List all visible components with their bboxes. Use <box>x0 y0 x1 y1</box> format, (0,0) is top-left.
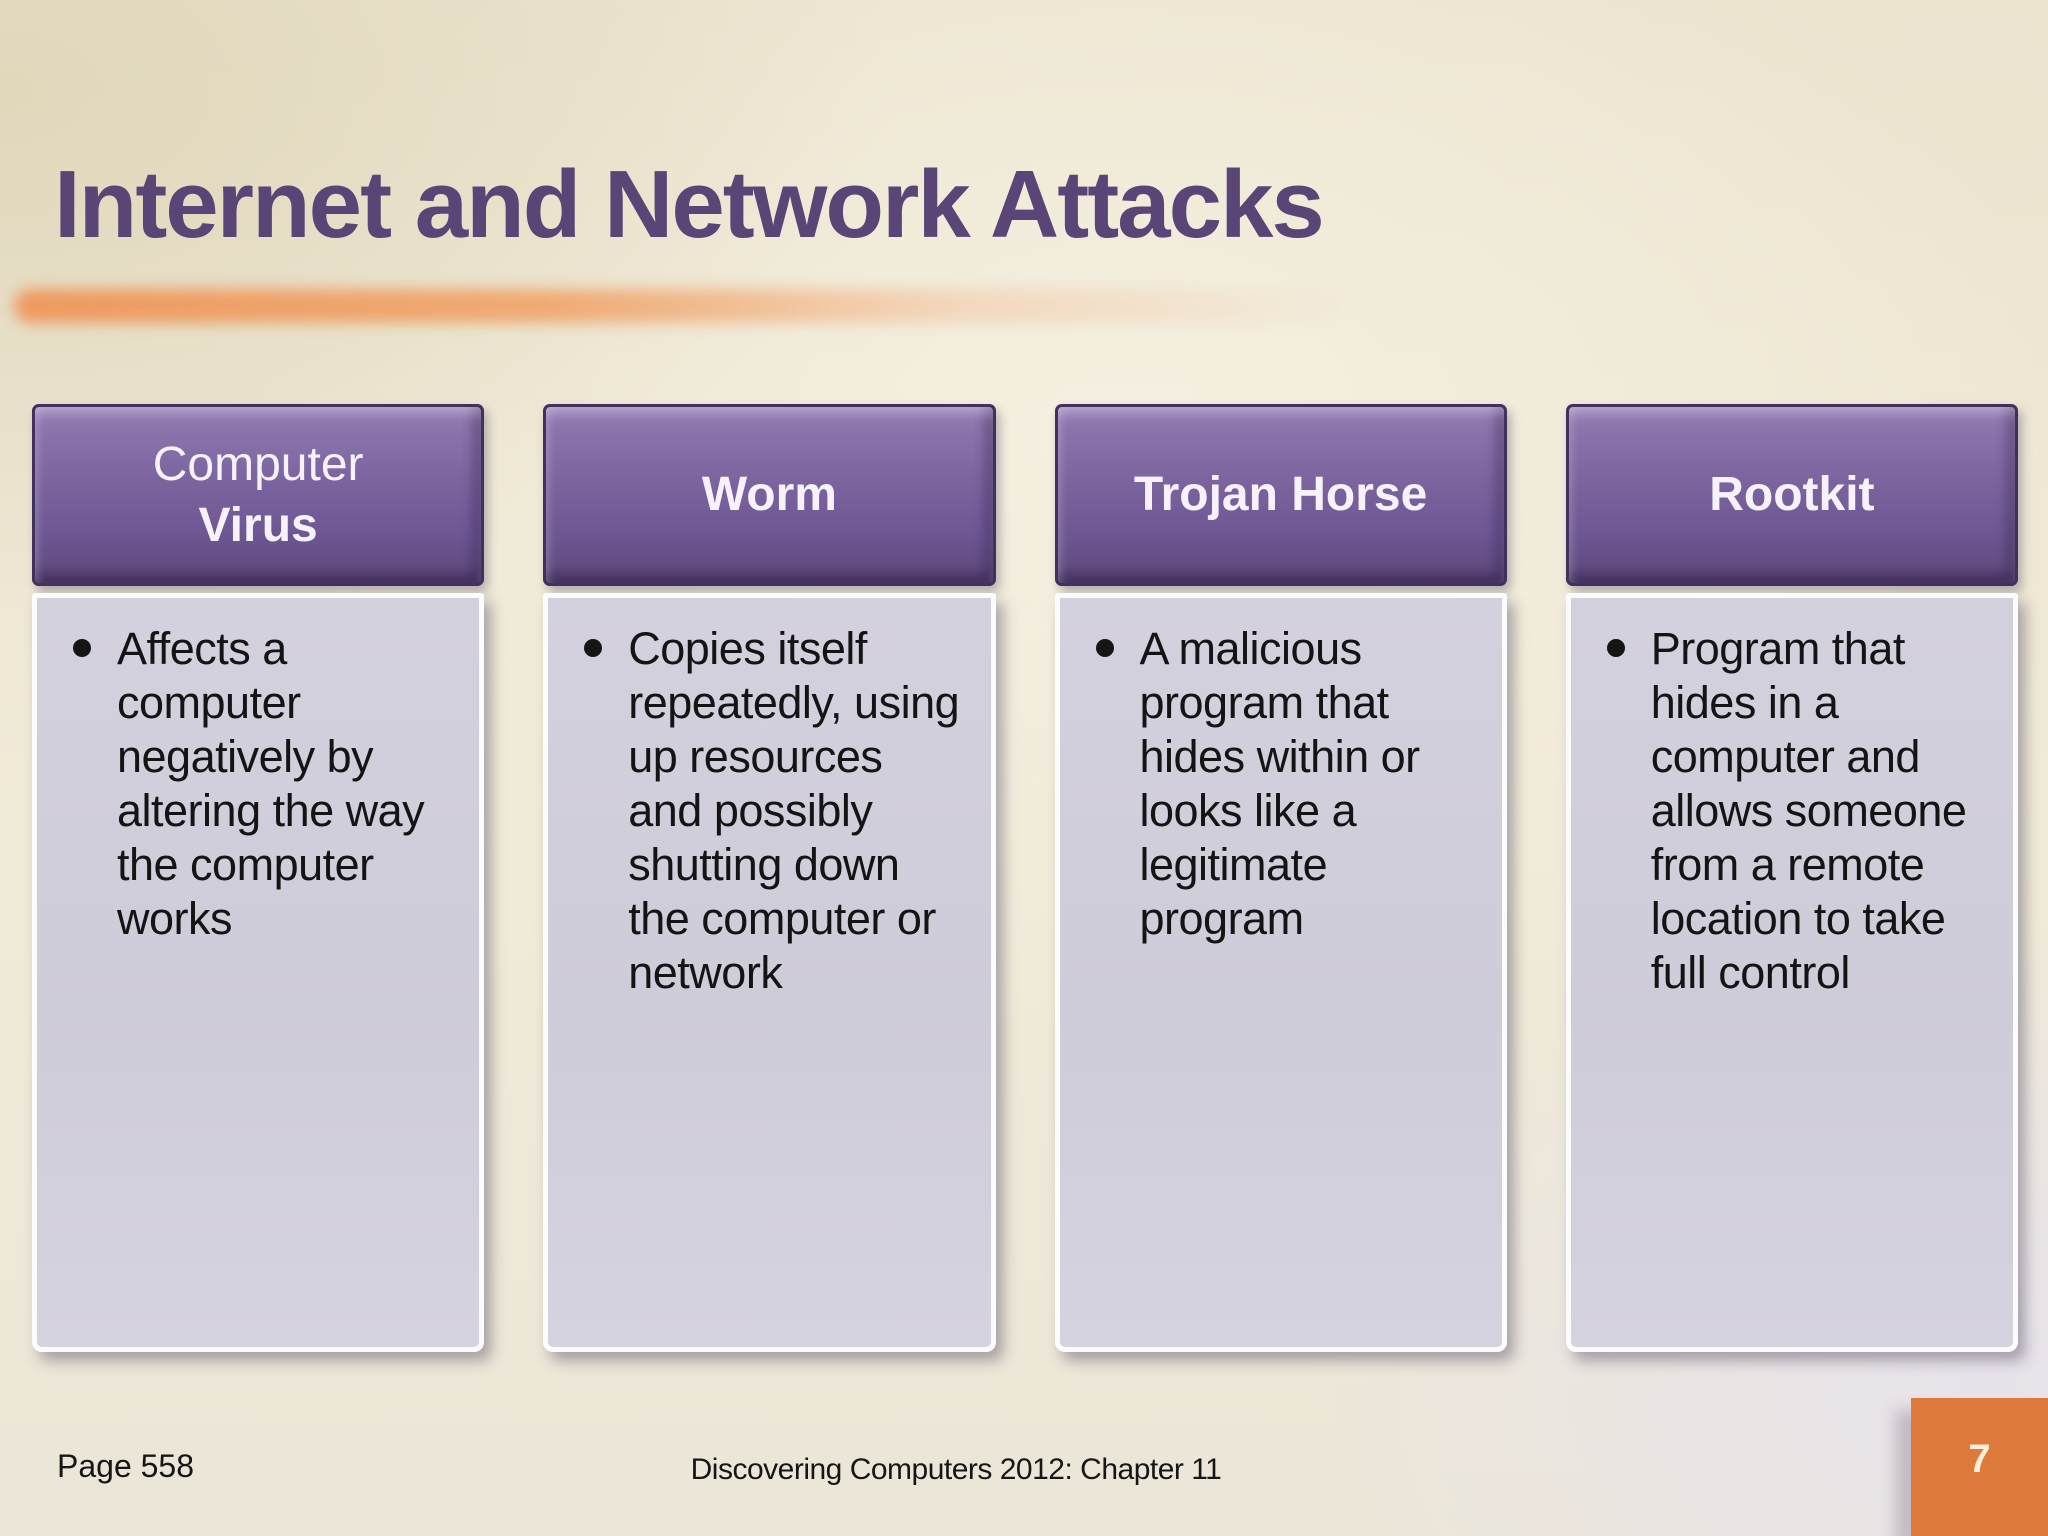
attack-column: Trojan Horse A malicious program that hi… <box>1054 404 1507 1352</box>
attack-column: Rootkit Program that hides in a computer… <box>1565 404 2018 1352</box>
bullet-item: Program that hides in a computer and all… <box>1606 622 1999 1000</box>
bullet-dot-icon <box>1095 639 1114 657</box>
column-header-line: Rootkit <box>1709 468 1875 522</box>
title-accent-bar <box>14 289 1544 323</box>
attack-column: Worm Copies itself repeatedly, using up … <box>543 404 996 1352</box>
bullet-item: Copies itself repeatedly, using up resou… <box>584 622 976 1000</box>
column-header-line: Computer <box>152 437 364 491</box>
column-body: Program that hides in a computer and all… <box>1565 593 2018 1352</box>
slide-number-badge: 7 <box>1911 1398 2048 1536</box>
column-header: Worm <box>543 404 996 586</box>
bullet-dot-icon <box>584 639 603 657</box>
footer-title: Discovering Computers 2012: Chapter 11 <box>690 1453 1222 1486</box>
slide-number: 7 <box>1968 1436 1991 1481</box>
column-header-line: Worm <box>701 468 837 522</box>
bullet-item: A malicious program that hides within or… <box>1095 622 1488 946</box>
bullet-text: A malicious program that hides within or… <box>1139 623 1421 944</box>
page-reference: Page 558 <box>57 1448 195 1484</box>
column-header-line: Virus <box>198 499 318 552</box>
bullet-item: Affects a computer negatively by alterin… <box>73 622 465 946</box>
page-title: Internet and Network Attacks <box>54 151 1325 259</box>
column-body: Affects a computer negatively by alterin… <box>32 593 485 1352</box>
column-body: Copies itself repeatedly, using up resou… <box>543 593 996 1352</box>
column-header-line: Trojan Horse <box>1133 468 1428 522</box>
bullet-dot-icon <box>73 639 91 657</box>
bullet-text: Program that hides in a computer and all… <box>1650 623 1967 998</box>
bullet-text: Affects a computer negatively by alterin… <box>117 623 425 944</box>
column-header: Rootkit <box>1565 404 2018 586</box>
column-body: A malicious program that hides within or… <box>1054 593 1507 1352</box>
bullet-text: Copies itself repeatedly, using up resou… <box>628 623 960 998</box>
bullet-dot-icon <box>1606 639 1625 657</box>
column-header: Trojan Horse <box>1054 404 1507 586</box>
